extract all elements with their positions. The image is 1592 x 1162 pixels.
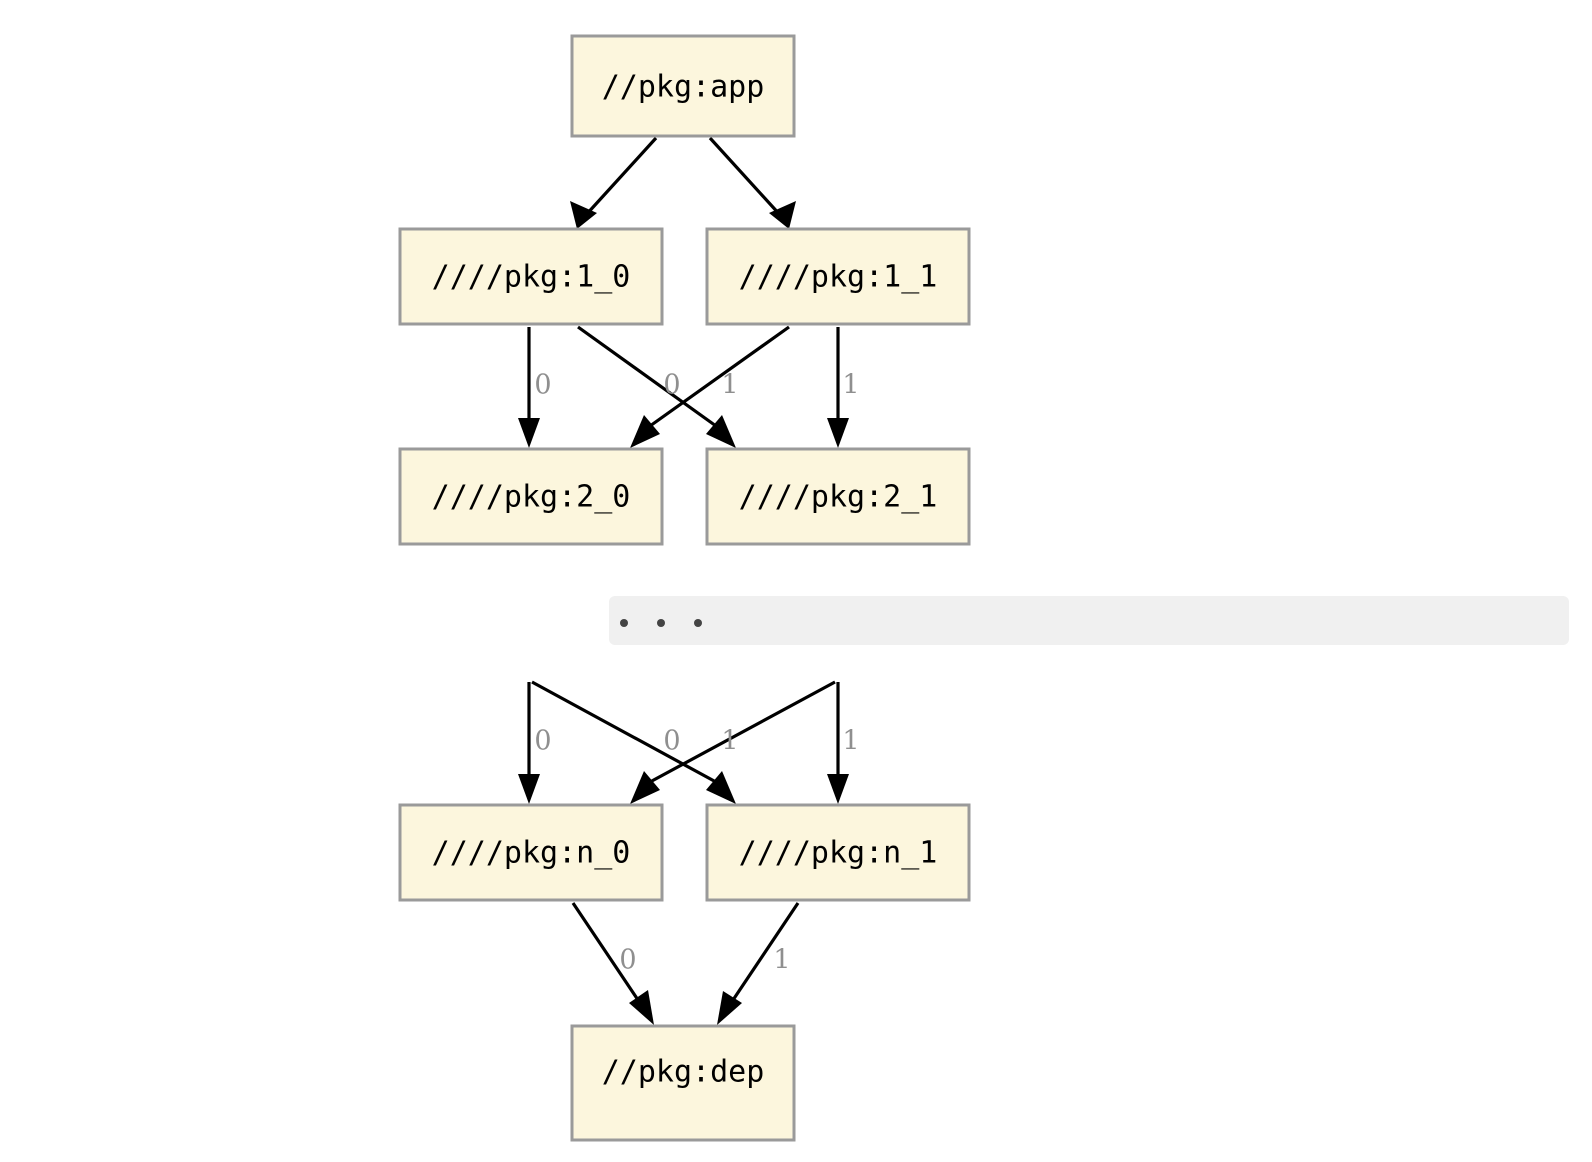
arrowhead-icon <box>717 991 742 1025</box>
arrowhead-icon <box>630 771 660 804</box>
arrowhead-icon <box>769 201 796 229</box>
node-pkg-n_0-label: ////pkg:n_0 <box>432 836 631 871</box>
edge-continuation-to-n_0-straight: 0 <box>518 682 552 804</box>
node-pkg-1_0-box[interactable] <box>398 227 664 326</box>
ellipsis-dot-2 <box>657 619 665 627</box>
edge-n_1-to-dep: 1 <box>717 902 800 1025</box>
arrowhead-icon <box>827 418 849 448</box>
edge-1_0-to-2_0: 0 <box>518 327 552 448</box>
node-pkg-2_1-label: ////pkg:2_1 <box>739 480 938 515</box>
edge-continuation-to-n_1-diagonal: 0 <box>531 680 736 804</box>
edge-label-1_0-2_0: 0 <box>534 370 551 401</box>
edge-label-1_1-2_1: 1 <box>842 370 859 401</box>
edge-n_0-to-dep: 0 <box>571 902 654 1025</box>
edge-label-1_0-2_1: 0 <box>663 370 680 401</box>
node-pkg-n_1[interactable]: ////pkg:n_1 <box>705 803 971 902</box>
node-pkg-2_0-label: ////pkg:2_0 <box>432 480 631 515</box>
node-pkg-1_0[interactable]: ////pkg:1_0 <box>398 227 664 326</box>
arrowhead-icon <box>630 415 660 448</box>
edge-label-continuation-n_1-1: 1 <box>842 726 859 757</box>
edge-1_0-to-2_1: 0 <box>577 325 736 448</box>
node-dep[interactable]: //pkg:dep <box>570 1024 796 1142</box>
node-pkg-n_1-label: ////pkg:n_1 <box>739 836 938 871</box>
arrowhead-icon <box>518 774 540 804</box>
node-pkg-2_1-box[interactable] <box>705 447 971 546</box>
node-app-box[interactable] <box>570 34 796 138</box>
edge-app-to-1_0 <box>570 136 658 229</box>
node-app-label: //pkg:app <box>602 70 765 105</box>
node-pkg-1_0-label: ////pkg:1_0 <box>432 260 631 295</box>
ellipsis-band-background <box>609 596 1569 645</box>
arrowhead-icon <box>518 418 540 448</box>
node-pkg-2_0[interactable]: ////pkg:2_0 <box>398 447 664 546</box>
arrowhead-icon <box>827 774 849 804</box>
edge-label-continuation-n_0-0: 0 <box>534 726 551 757</box>
arrowhead-icon <box>629 990 654 1025</box>
arrowhead-icon <box>706 771 736 804</box>
edge-label-n_1-dep: 1 <box>773 945 790 976</box>
edge-1_1-to-2_0: 1 <box>630 325 790 448</box>
arrowhead-icon <box>570 201 597 229</box>
node-pkg-n_0[interactable]: ////pkg:n_0 <box>398 803 664 902</box>
edge-label-1_1-2_0: 1 <box>721 370 738 401</box>
ellipsis-dot-1 <box>620 619 628 627</box>
node-dep-label: //pkg:dep <box>602 1055 765 1090</box>
arrowhead-icon <box>706 415 736 448</box>
node-pkg-1_1-label: ////pkg:1_1 <box>739 260 938 295</box>
node-pkg-n_1-box[interactable] <box>705 803 971 902</box>
node-pkg-1_1[interactable]: ////pkg:1_1 <box>705 227 971 326</box>
node-dep-box[interactable] <box>570 1024 796 1142</box>
node-app[interactable]: //pkg:app <box>570 34 796 138</box>
truncation-ellipsis-band <box>609 596 1569 645</box>
edge-label-continuation-n_0-1: 1 <box>721 726 738 757</box>
edge-1_1-to-2_1: 1 <box>827 327 860 448</box>
node-pkg-2_1[interactable]: ////pkg:2_1 <box>705 447 971 546</box>
ellipsis-dot-3 <box>694 619 702 627</box>
node-pkg-1_1-box[interactable] <box>705 227 971 326</box>
edge-continuation-to-n_1-straight: 1 <box>827 682 860 804</box>
edge-app-to-1_1 <box>708 136 796 229</box>
node-pkg-n_0-box[interactable] <box>398 803 664 902</box>
node-pkg-2_0-box[interactable] <box>398 447 664 546</box>
edge-label-continuation-n_1-0: 0 <box>663 726 680 757</box>
edge-continuation-to-n_0-diagonal: 1 <box>630 680 836 804</box>
edge-label-n_0-dep: 0 <box>619 945 636 976</box>
